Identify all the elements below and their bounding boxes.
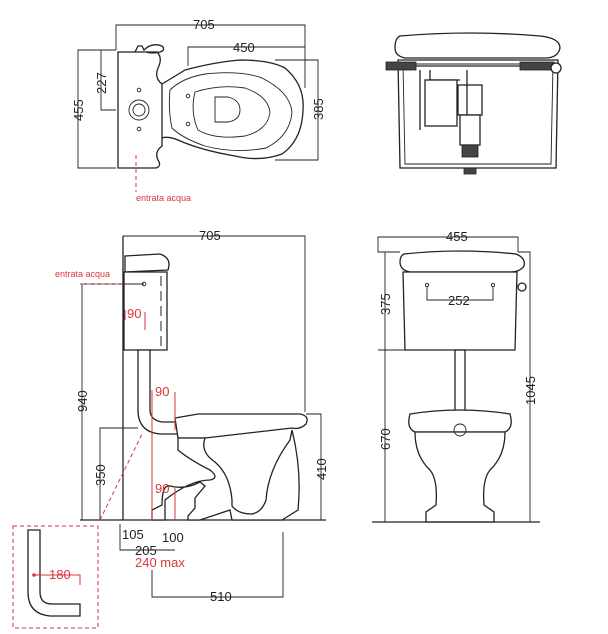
front-pipe — [454, 349, 466, 413]
tank-lid — [394, 32, 561, 59]
side-bowl — [151, 429, 300, 521]
plan-tank — [117, 51, 163, 169]
side-width-label: 705 — [199, 228, 221, 243]
fill-valve-left — [385, 61, 417, 71]
front-view: 252 455 375 670 1045 — [372, 229, 540, 523]
front-seat — [408, 409, 512, 433]
side-tank — [123, 271, 168, 351]
side-outlet-to-front-label: 510 — [210, 589, 232, 604]
inset-bend-radius-label: 180 — [49, 567, 71, 582]
side-wall-to-pipe-label: 105 — [122, 527, 144, 542]
side-water-inlet-label: entrata acqua — [55, 269, 110, 279]
plan-inlet-offset-label: 227 — [94, 72, 109, 94]
float — [424, 79, 458, 127]
inset-pipe — [27, 529, 81, 617]
plan-width-label: 705 — [193, 17, 215, 32]
plan-bowl-width-label: 385 — [311, 98, 326, 120]
front-tank-lid — [399, 250, 525, 273]
plan-bowl-length-label: 450 — [233, 40, 255, 55]
pipe-bend-inset — [12, 525, 99, 629]
front-tank-holes-label: 252 — [448, 293, 470, 308]
side-tank-lid — [124, 253, 170, 273]
plan-flush-button — [128, 99, 150, 121]
plan-water-inlet-label: entrata acqua — [136, 193, 191, 203]
pipe-offset-mid-label: 90 — [155, 384, 169, 399]
side-outlet-height-label: 350 — [93, 464, 108, 486]
plan-bowl-outline — [161, 59, 304, 160]
front-tank-bottom-height-label: 670 — [378, 428, 393, 450]
side-total-height-label: 940 — [75, 390, 90, 412]
side-pipe-to-outlet-label: 100 — [162, 530, 184, 545]
plan-handle-icon — [134, 44, 165, 54]
flush-valve — [459, 114, 481, 146]
tank-section-view — [385, 32, 562, 175]
front-tank-height-label: 375 — [378, 293, 393, 315]
front-tank — [402, 271, 518, 351]
side-wall-to-outlet-label: 205 — [135, 543, 157, 558]
pipe-offset-top-label: 90 — [127, 306, 141, 321]
plan-view: 705 450 385 455 227 entrata acqua — [71, 17, 326, 203]
side-seat — [174, 413, 308, 439]
side-max-distance-label: 240 max — [135, 555, 185, 570]
front-total-height-label: 1045 — [523, 376, 538, 405]
pipe-offset-bottom-label: 90 — [155, 481, 169, 496]
side-seat-height-label: 410 — [314, 458, 329, 480]
front-flush-lever — [517, 282, 527, 292]
fill-valve-right — [519, 61, 555, 71]
side-view: 705 940 350 410 105 100 205 240 max 510 … — [12, 228, 329, 629]
front-width-label: 455 — [446, 229, 468, 244]
front-bowl — [414, 431, 506, 523]
plan-depth-label: 455 — [71, 99, 86, 121]
